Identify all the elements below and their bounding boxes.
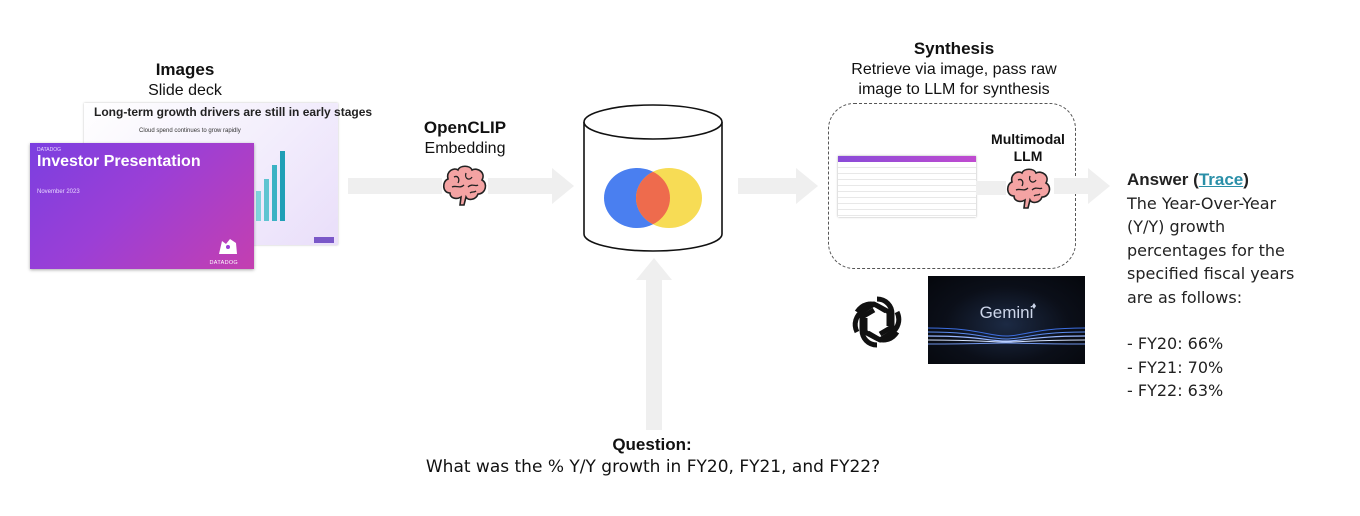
answer-label: Answer <box>1127 170 1189 189</box>
answer-paren-close: ) <box>1243 170 1249 189</box>
answer-line: specified fiscal years <box>1127 264 1295 283</box>
arrow-embedding-to-db <box>488 168 574 204</box>
answer-line: (Y/Y) growth <box>1127 217 1226 236</box>
synthesis-title: Synthesis <box>913 39 995 58</box>
gemini-light-lines <box>928 303 1085 345</box>
arrow-db-to-synthesis <box>738 168 818 204</box>
database-icon <box>583 104 723 252</box>
slide-front: DATADOG Investor Presentation November 2… <box>30 143 254 269</box>
venn-overlap <box>636 168 670 228</box>
question-text: What was the % Y/Y growth in FY20, FY21,… <box>425 457 881 477</box>
answer-heading: Answer (Trace) <box>1127 168 1357 192</box>
question-title: Question: <box>612 435 692 454</box>
table-image-thumbnail <box>838 156 976 217</box>
multimodal-llm-label-line1: Multimodal <box>991 131 1065 147</box>
answer-item: - FY21: 70% <box>1127 357 1224 377</box>
arrow-table-to-llm <box>976 181 1006 195</box>
arrow-llm-to-answer <box>1054 168 1110 204</box>
multimodal-llm-label-line2: LLM <box>1013 148 1043 164</box>
answer-paren-open: ( <box>1188 170 1199 189</box>
slide-front-title: Investor Presentation <box>37 153 201 170</box>
gemini-logo: Gemini <box>928 276 1085 364</box>
brain-icon <box>1006 168 1051 209</box>
slide-back-chart <box>256 151 285 221</box>
trace-link[interactable]: Trace <box>1198 170 1244 189</box>
datadog-dog-icon <box>219 239 237 254</box>
slide-front-small-text: DATADOG <box>37 147 61 153</box>
brain-icon <box>442 165 487 206</box>
images-title: Images <box>155 60 215 79</box>
slide-front-date: November 2023 <box>37 189 80 195</box>
embedding-subtitle: Embedding <box>424 140 506 157</box>
synthesis-subtitle-line1: Retrieve via image, pass raw <box>851 61 1057 78</box>
slide-back-title: Long-term growth drivers are still in ea… <box>94 105 373 119</box>
openai-logo-icon <box>852 296 902 348</box>
slide-back-subtitle: Cloud spend continues to grow rapidly <box>139 128 241 134</box>
arrow-images-to-embedding <box>348 178 442 194</box>
answer-line: are as follows: <box>1127 287 1243 307</box>
embedding-title: OpenCLIP <box>423 118 507 137</box>
answer-item: - FY22: 63% <box>1127 381 1224 400</box>
answer-line: percentages for the <box>1127 240 1285 260</box>
answer-line: The Year-Over-Year <box>1127 193 1277 213</box>
answer-item: - FY20: 66% <box>1127 334 1224 353</box>
answer-block: Answer (Trace) The Year-Over-Year (Y/Y) … <box>1127 168 1357 403</box>
synthesis-subtitle-line2: image to LLM for synthesis <box>858 81 1050 98</box>
images-subtitle: Slide deck <box>148 82 222 99</box>
gemini-label: Gemini <box>979 303 1034 322</box>
arrow-question-to-db <box>636 258 672 430</box>
slide-front-brand: DATADOG <box>209 260 238 266</box>
datadog-mini-logo <box>314 237 334 243</box>
